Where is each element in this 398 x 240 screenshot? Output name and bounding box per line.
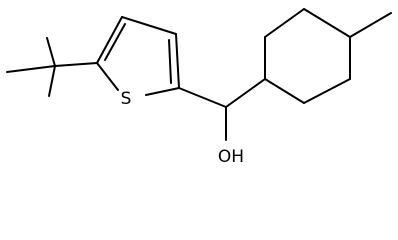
bond-c5-c4 [96,16,123,64]
carbinol-group [178,78,266,141]
cyclohexane-ring [264,8,392,104]
bond-cy5-cy6 [303,78,351,104]
bond-tbutyl-ring [54,62,98,67]
bond-tbutyl-methyl-top [46,37,56,67]
bond-tbutyl-methyl-bottom [48,65,56,97]
bond-c4-c3 [121,16,177,35]
bond-carbinol-cyclohexyl [225,78,266,108]
bond-c5-c4-inner [104,23,126,61]
hydroxyl-label: OH [218,147,244,167]
bond-c3-c2-inner [168,39,172,84]
bond-cy3-cy4 [303,8,351,38]
tert-butyl-group [6,37,98,97]
sulfur-atom-label: S [121,89,132,109]
bond-cy2-cy3 [264,8,305,38]
bond-s-c5 [96,62,119,91]
bond-cy4-methyl [349,12,392,38]
bond-c3-c2 [175,33,180,89]
thiophene-ring [96,16,180,96]
bond-thiophene-carbinol [178,87,227,108]
chemical-structure: S OH [6,8,392,167]
bond-cy6-cy1 [264,78,305,104]
bond-tbutyl-methyl-left [6,65,56,73]
bond-c2-s [145,87,180,96]
